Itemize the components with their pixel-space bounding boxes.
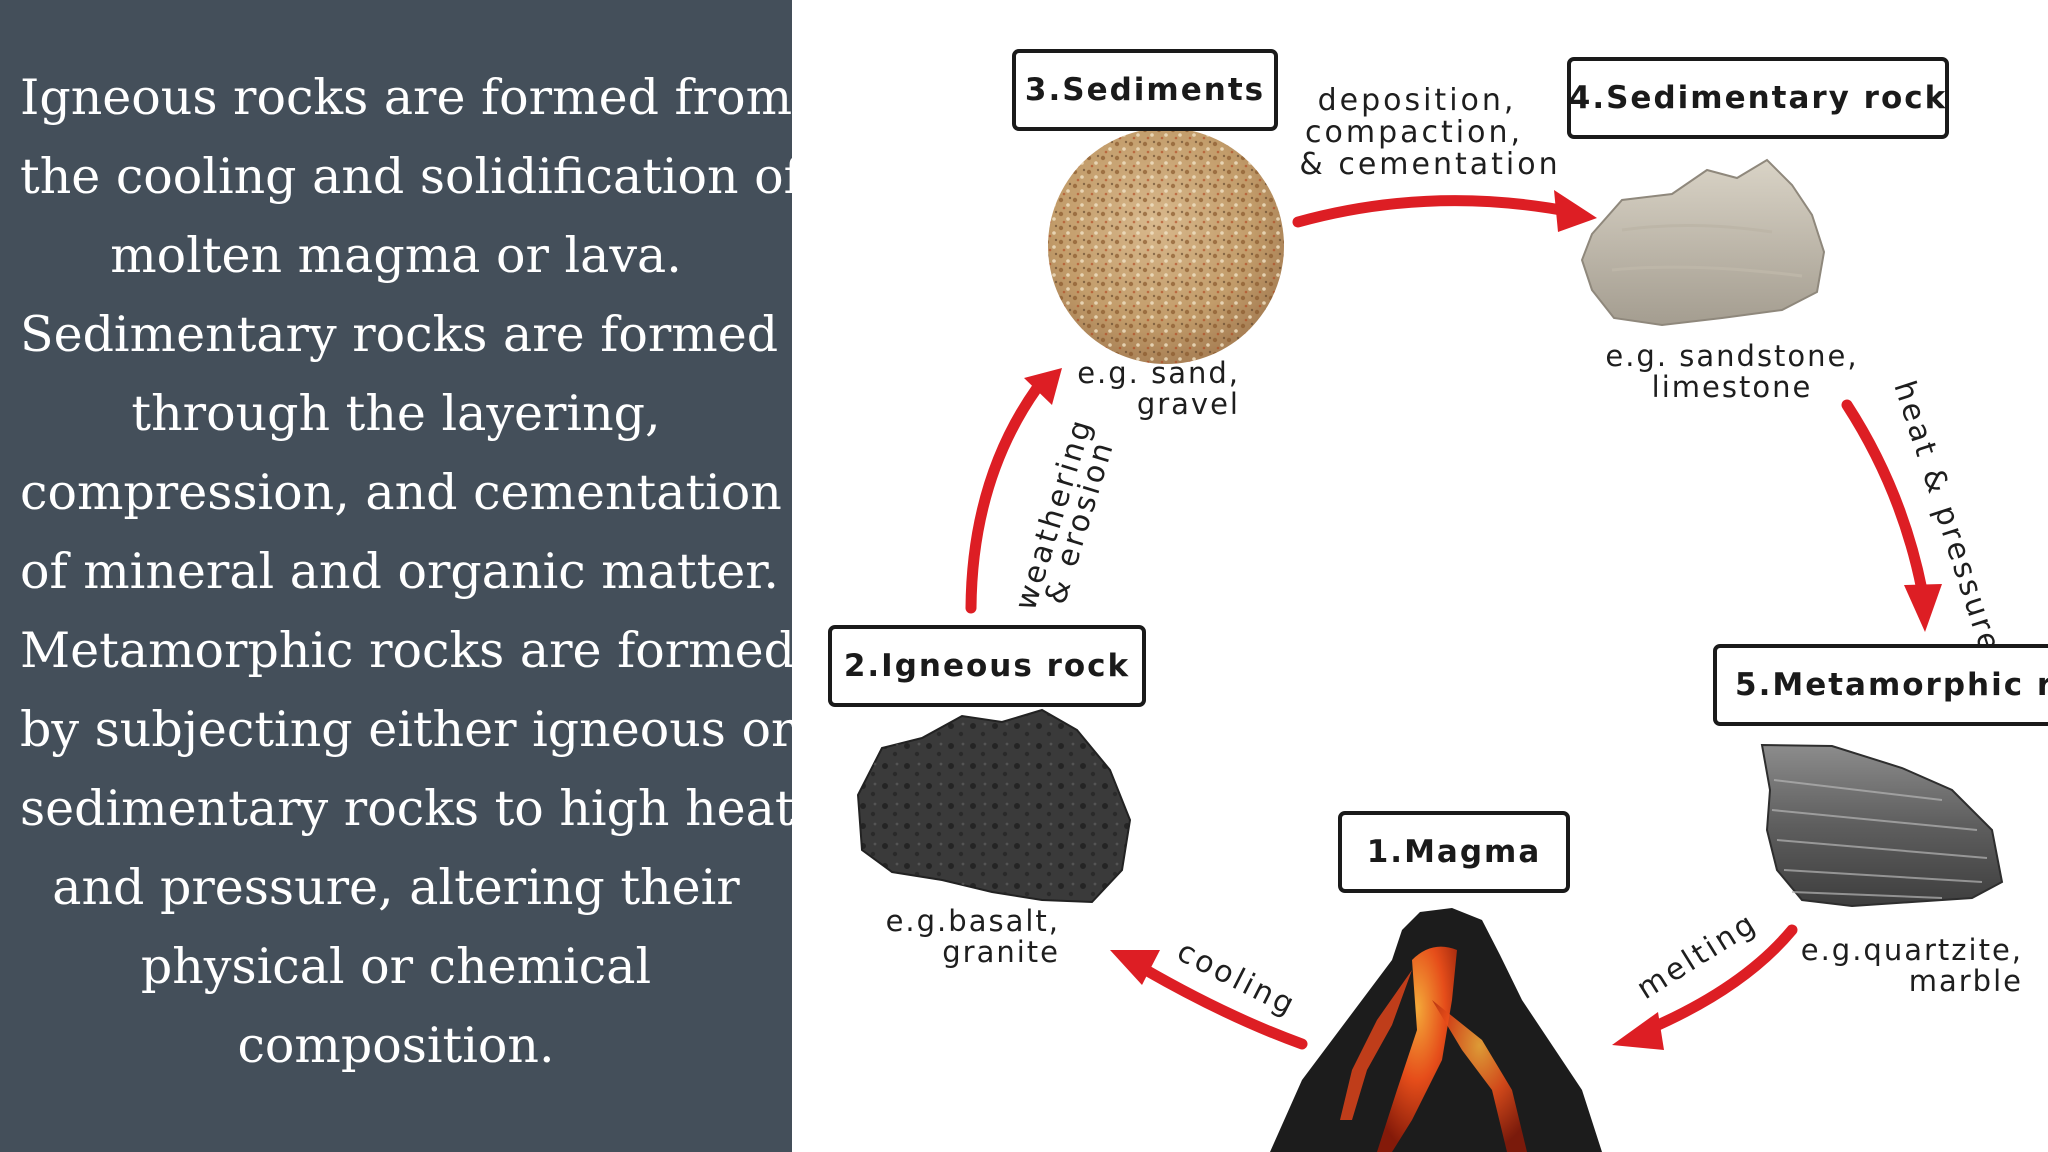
limestone-texture — [1611, 223, 1803, 278]
cooling-label: cooling — [1171, 934, 1302, 1024]
weathering-arrowhead — [1024, 368, 1062, 405]
description-line: sedimentary rocks to high heat — [20, 780, 795, 837]
description-line: Metamorphic rocks are formed — [20, 622, 795, 679]
description-line: and pressure, altering their — [52, 859, 740, 916]
example-line: e.g.quartzite, — [1800, 933, 2023, 967]
melting-label: melting — [1631, 905, 1764, 1006]
deposition-label-3: & cementation — [1299, 147, 1560, 182]
stage-igneous-rock: 2.Igneous rock — [828, 625, 1146, 707]
example-line: limestone — [1651, 370, 1813, 404]
volcano-image — [1270, 908, 1602, 1152]
description-line: the cooling and solidification of — [20, 148, 802, 205]
description-text: Igneous rocks are formed from the coolin… — [20, 58, 802, 1085]
cooling-arrowhead — [1110, 950, 1160, 985]
example-line: e.g. sand, — [1077, 356, 1240, 390]
description-line: compression, and cementation — [20, 464, 782, 521]
example-line: e.g. sandstone, — [1605, 339, 1859, 373]
deposition-label-2: compaction, — [1305, 115, 1523, 150]
description-line: composition. — [237, 1017, 555, 1074]
sedimentary-example: e.g. sandstone, limestone — [1582, 341, 1882, 403]
example-line: marble — [1908, 964, 2023, 998]
rock-cycle-diagram: deposition, compaction, & cementation he… — [792, 0, 2048, 1152]
description-line: Igneous rocks are formed from — [20, 69, 793, 126]
description-line: Sedimentary rocks are formed — [20, 306, 779, 363]
melting-arrow — [1636, 924, 1798, 1038]
metamorphic-example: e.g.quartzite, marble — [1795, 935, 2023, 997]
heat-pressure-arrowhead — [1904, 584, 1942, 632]
weathering-arrow — [965, 382, 1043, 614]
limestone-image — [1580, 158, 1826, 327]
description-line: molten magma or lava. — [110, 227, 682, 284]
cooling-arrow — [1126, 956, 1308, 1050]
cycle-arrows — [965, 195, 1928, 1050]
basalt-image — [856, 708, 1132, 904]
description-line: by subjecting either igneous or — [20, 701, 795, 758]
example-line: granite — [942, 935, 1060, 969]
description-line: through the layering, — [131, 385, 661, 442]
stage-sedimentary-rock: 4.Sedimentary rock — [1567, 57, 1949, 139]
igneous-example: e.g.basalt, granite — [872, 906, 1060, 968]
deposition-arrowhead — [1554, 190, 1597, 232]
description-line: physical or chemical — [140, 938, 652, 995]
stage-magma: 1.Magma — [1338, 811, 1570, 893]
text-panel: Igneous rocks are formed from the coolin… — [0, 0, 802, 1152]
arrowheads — [1024, 190, 1942, 1050]
stage-sediments: 3.Sediments — [1012, 49, 1278, 131]
heat-pressure-arrow — [1841, 399, 1928, 596]
description-line: of mineral and organic matter. — [20, 543, 779, 600]
stage-metamorphic-rock: 5.Metamorphic ro — [1713, 644, 2048, 726]
sediments-example: e.g. sand, gravel — [1072, 358, 1240, 420]
deposition-label-1: deposition, — [1318, 83, 1517, 118]
sand-image — [1048, 128, 1284, 364]
example-line: e.g.basalt, — [885, 904, 1060, 938]
melting-arrowhead — [1612, 1012, 1664, 1050]
rock-cycle-artwork: deposition, compaction, & cementation he… — [856, 83, 2008, 1152]
schist-image — [1760, 743, 2004, 908]
deposition-arrow — [1292, 195, 1578, 228]
example-line: gravel — [1136, 387, 1240, 421]
